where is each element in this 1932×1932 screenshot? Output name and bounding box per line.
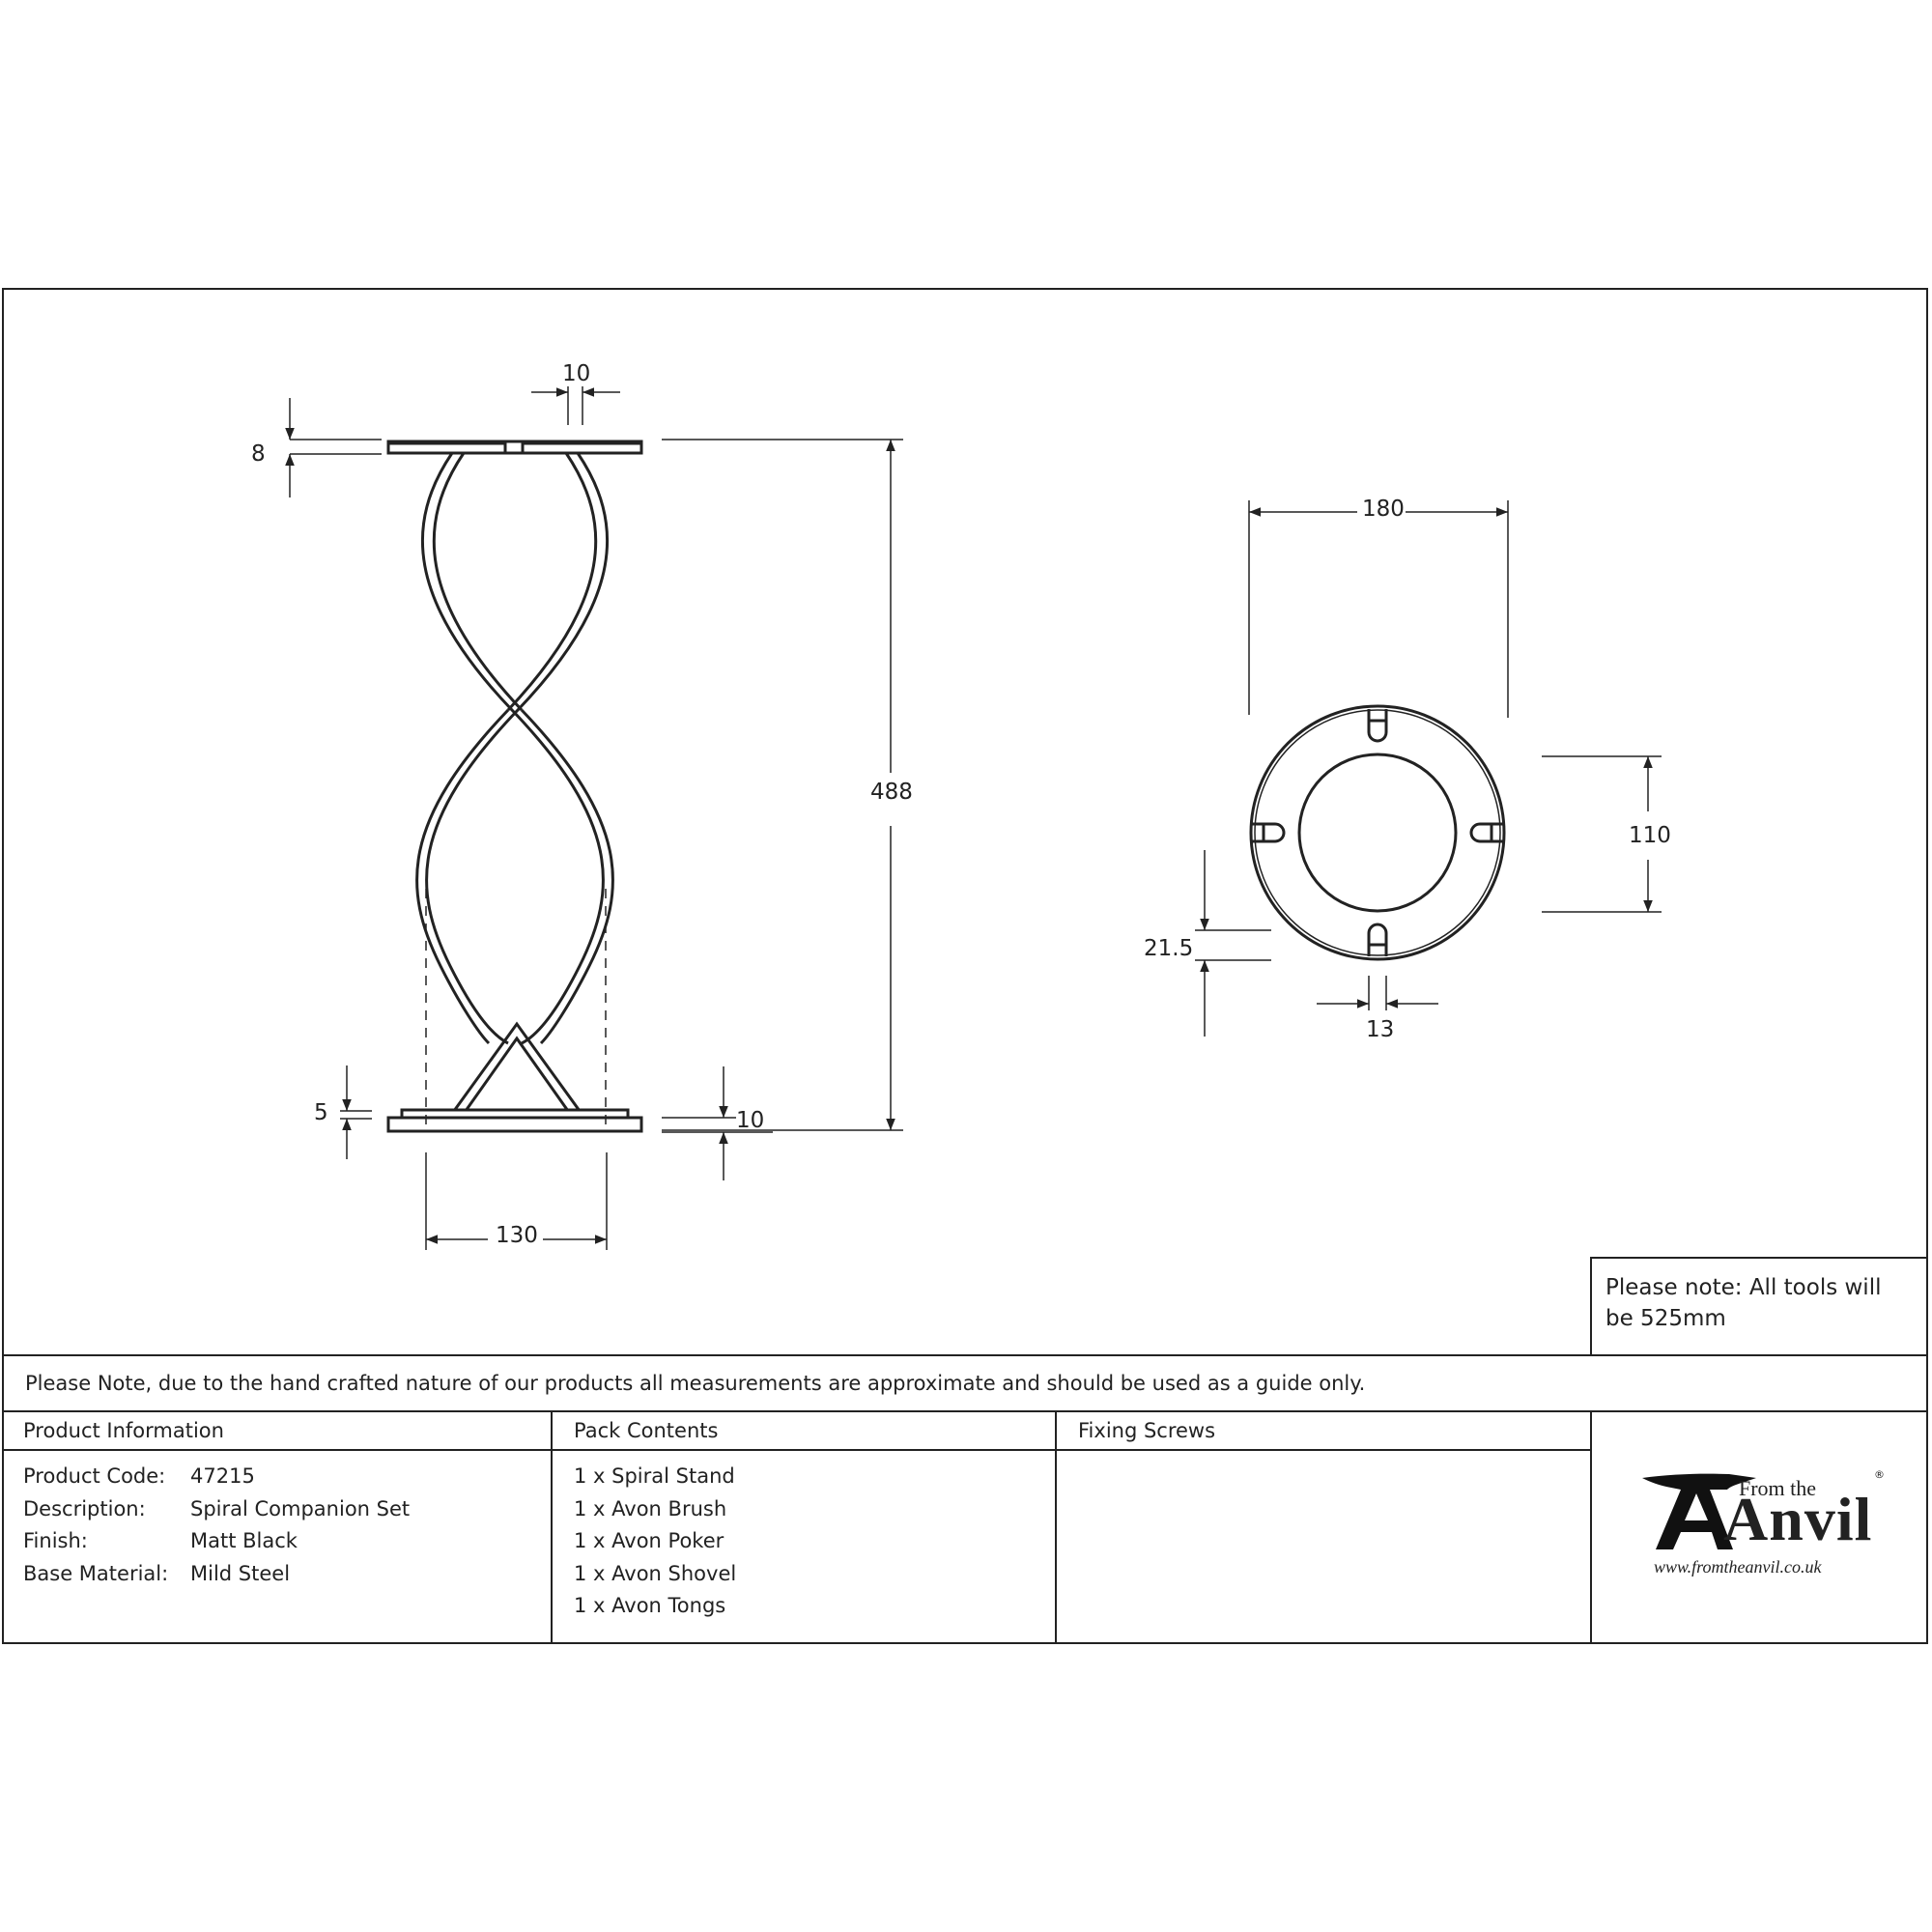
logo-brand: Anvil [1723,1485,1873,1553]
label: Base Material: [23,1561,169,1585]
dim-base-plate-thickness: 10 [736,1108,765,1133]
top-dimension-lines [1195,500,1662,1037]
dim-slot-depth: 21.5 [1144,936,1194,961]
dim-inner-diameter: 110 [1629,823,1671,848]
value: Mild Steel [190,1561,291,1585]
logo-registered: ® [1874,1468,1885,1481]
dim-slot-width: 13 [1366,1017,1395,1042]
description-row: Description: Spiral Companion Set [23,1493,529,1526]
fixing-screws-header: Fixing Screws [1057,1412,1590,1451]
dim-overall-height: 488 [870,780,913,805]
dim-outer-diameter: 180 [1362,497,1405,522]
dim-leg-spread-width: 130 [496,1223,538,1248]
from-the-anvil-logo: From the Anvil ® www.fromtheanvil.co.uk [1642,1468,1893,1584]
logo-url: www.fromtheanvil.co.uk [1654,1557,1822,1577]
product-code-row: Product Code: 47215 [23,1461,529,1493]
pack-item: 1 x Avon Shovel [574,1561,737,1585]
product-info-column: Product Information Product Code: 47215 D… [2,1412,553,1642]
side-view [386,440,643,1133]
anvil-icon [1642,1473,1756,1549]
base-material-row: Base Material: Mild Steel [23,1558,529,1591]
pack-contents-header: Pack Contents [553,1412,1055,1451]
value: Spiral Companion Set [190,1496,411,1520]
label: Finish: [23,1529,88,1552]
dim-top-plate-thickness: 8 [251,441,266,467]
label: Description: [23,1496,146,1520]
value: Matt Black [190,1529,298,1552]
measurement-disclaimer: Please Note, due to the hand crafted nat… [2,1354,1928,1412]
tool-length-note: Please note: All tools will be 525mm [1590,1257,1928,1355]
info-table: Product Information Product Code: 47215 D… [2,1412,1928,1644]
pack-item: 1 x Spiral Stand [574,1464,735,1488]
dim-center-slot-width: 10 [562,361,591,386]
value: 47215 [190,1464,255,1488]
pack-contents-column: Pack Contents 1 x Spiral Stand 1 x Avon … [553,1412,1057,1642]
finish-row: Finish: Matt Black [23,1525,529,1558]
side-dimension-lines [285,386,903,1250]
pack-item: 1 x Avon Poker [574,1529,724,1552]
label: Product Code: [23,1464,166,1488]
drawing-frame [2,288,1928,1644]
product-info-header: Product Information [2,1412,551,1451]
dim-base-inner-plate-thickness: 5 [314,1100,328,1125]
fixing-screws-column: Fixing Screws [1057,1412,1592,1642]
pack-item: 1 x Avon Tongs [574,1594,726,1617]
logo-small-text: From the [1739,1476,1817,1500]
pack-item: 1 x Avon Brush [574,1496,727,1520]
top-view [1249,704,1506,961]
